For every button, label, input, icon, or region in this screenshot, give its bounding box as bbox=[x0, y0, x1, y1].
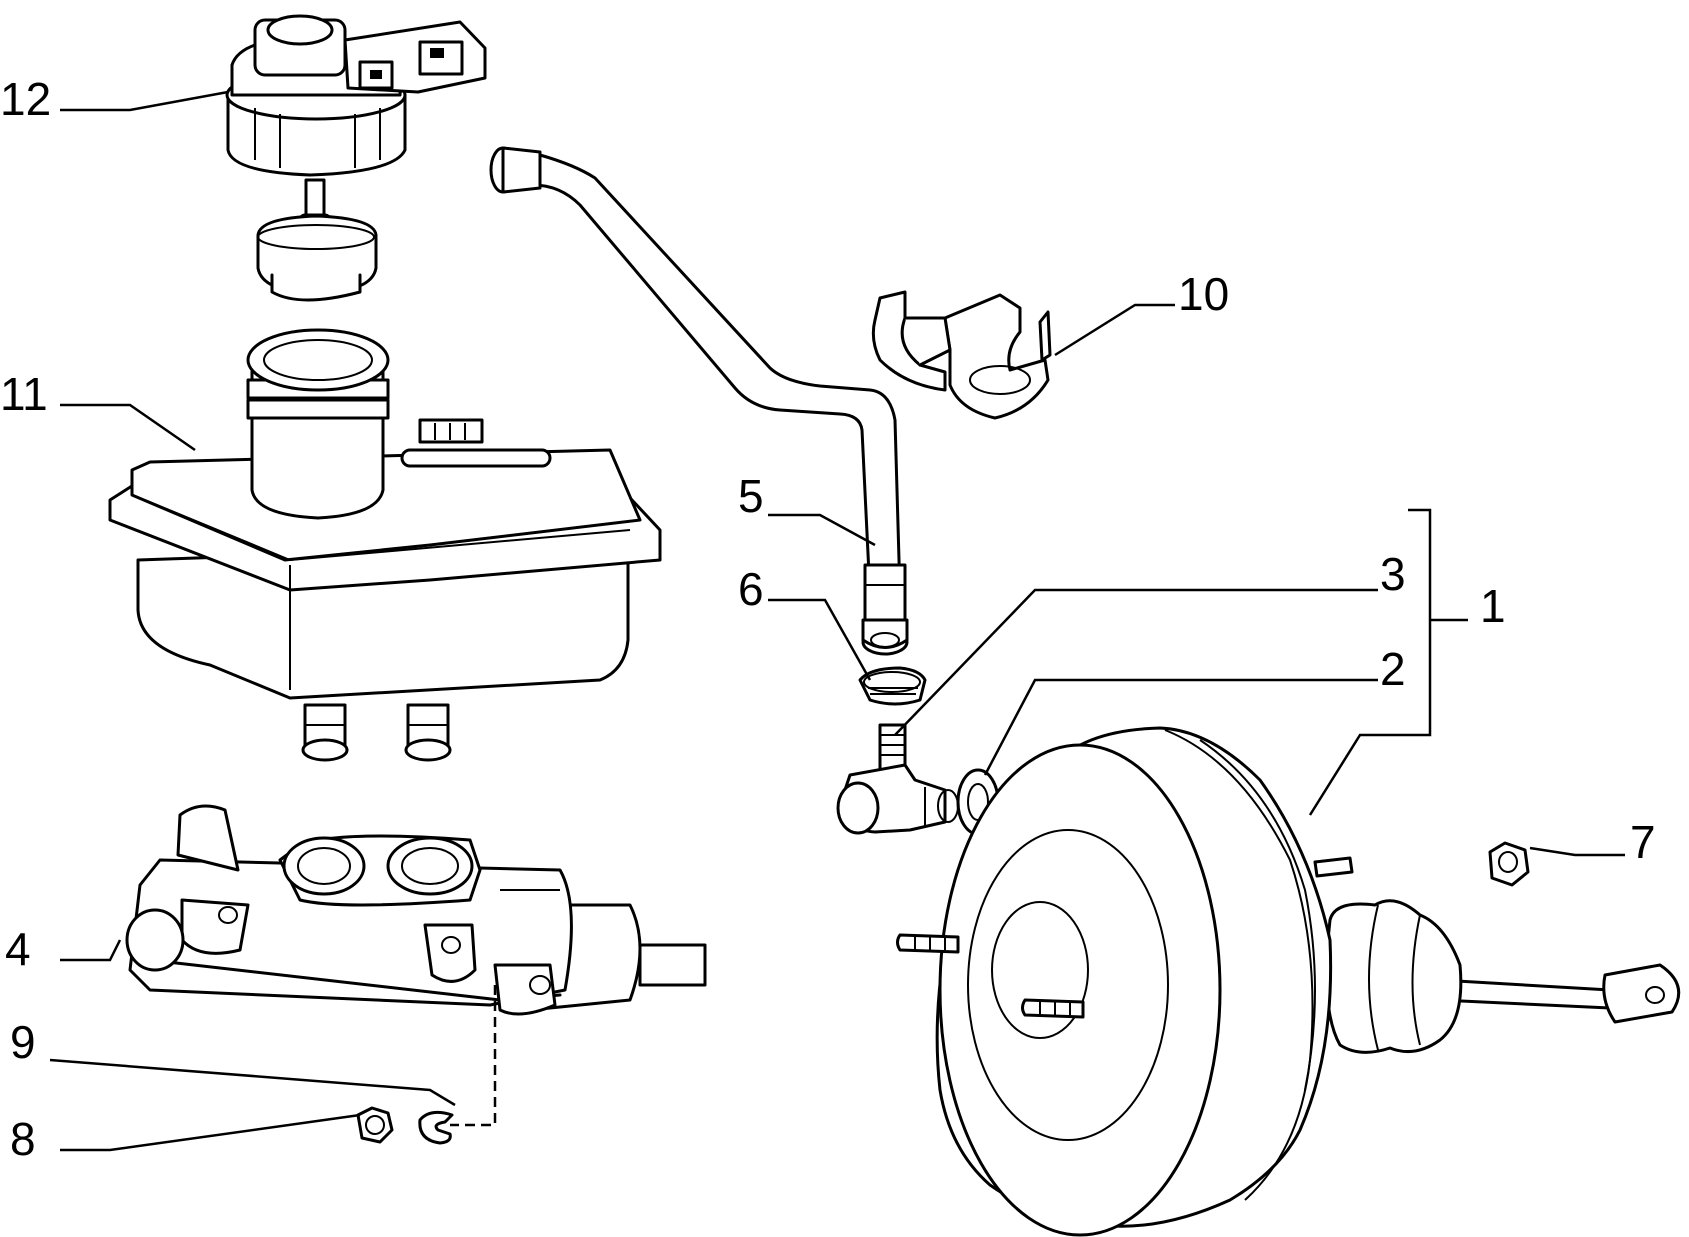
vacuum-hose bbox=[489, 146, 909, 656]
callout-6: 6 bbox=[738, 563, 764, 615]
callout-5: 5 bbox=[738, 470, 764, 522]
nut-part-7 bbox=[1488, 841, 1530, 887]
callout-1: 1 bbox=[1480, 580, 1506, 632]
callout-8: 8 bbox=[10, 1113, 36, 1165]
nut-part-8 bbox=[356, 1106, 394, 1144]
callout-12: 12 bbox=[0, 73, 51, 125]
leader-lines bbox=[49, 90, 1625, 1152]
callout-10: 10 bbox=[1178, 268, 1229, 320]
spring-washer-part-9 bbox=[418, 1110, 454, 1145]
callout-labels: 12 11 10 5 6 3 1 2 7 4 9 8 bbox=[0, 73, 1656, 1165]
brake-fluid-reservoir bbox=[108, 328, 662, 762]
brake-booster bbox=[896, 726, 1681, 1237]
callout-4: 4 bbox=[5, 923, 31, 975]
vacuum-check-valve-fitting bbox=[836, 723, 959, 835]
reservoir-cap-sensor bbox=[225, 14, 487, 302]
hose-clamp bbox=[858, 666, 927, 706]
callout-2: 2 bbox=[1380, 643, 1406, 695]
callout-3: 3 bbox=[1380, 548, 1406, 600]
master-cylinder bbox=[125, 804, 707, 1016]
callout-11: 11 bbox=[0, 368, 48, 420]
callout-7: 7 bbox=[1630, 816, 1656, 868]
hose-retaining-clip bbox=[871, 290, 1052, 420]
callout-9: 9 bbox=[10, 1016, 36, 1068]
